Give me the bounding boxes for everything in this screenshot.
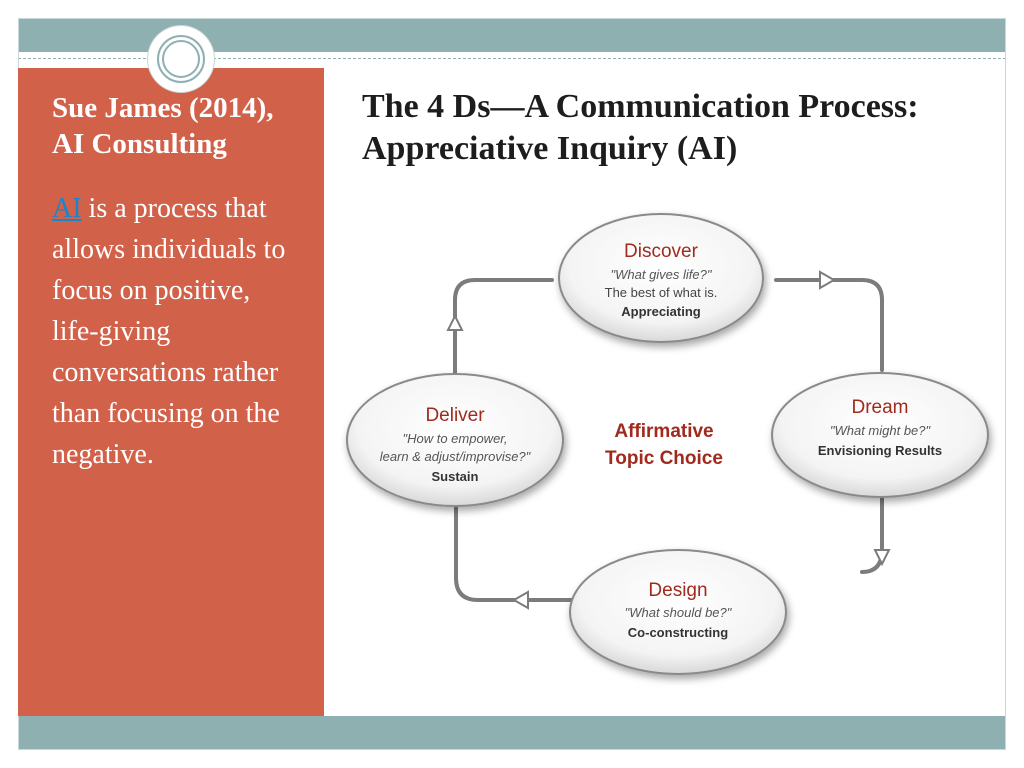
sidebar-description: AI is a process that allows individuals …: [52, 188, 302, 475]
connector-discover-to-dream: [774, 278, 884, 372]
stage-deliver-name: Deliver: [425, 405, 485, 426]
stage-design-action: Co-constructing: [628, 625, 728, 640]
connector-design-to-deliver: [454, 498, 580, 602]
footer-band: [18, 716, 1006, 750]
center-label-line1: Affirmative: [614, 421, 713, 442]
header-divider: [18, 58, 1006, 59]
four-ds-cycle-diagram: Discover "What gives life?" The best of …: [346, 213, 989, 675]
stage-deliver-question-1: "How to empower,: [402, 431, 507, 446]
center-label: Affirmative Topic Choice: [605, 421, 723, 469]
stage-dream-bubble: [771, 372, 989, 498]
stage-dream-name: Dream: [851, 397, 908, 418]
medallion-ornament: [148, 26, 214, 92]
stage-dream: Dream "What might be?" Envisioning Resul…: [771, 372, 989, 498]
arrowhead-down: [873, 549, 891, 567]
stage-design-name: Design: [648, 580, 707, 601]
ai-link[interactable]: AI: [52, 193, 82, 224]
stage-discover: Discover "What gives life?" The best of …: [558, 213, 764, 343]
arrowhead-up: [446, 313, 464, 331]
stage-deliver: Deliver "How to empower, learn & adjust/…: [346, 373, 564, 507]
arrowhead-right: [819, 270, 837, 290]
stage-deliver-question-2: learn & adjust/improvise?": [380, 449, 532, 464]
sidebar-title: Sue James (2014), AI Consulting: [52, 92, 274, 160]
stage-discover-name: Discover: [624, 241, 699, 262]
stage-discover-bubble: [558, 213, 764, 343]
stage-dream-question: "What might be?": [830, 423, 932, 438]
center-label-line2: Topic Choice: [605, 448, 723, 469]
stage-deliver-action: Sustain: [432, 469, 479, 484]
cycle-arrowheads: [446, 270, 891, 610]
sidebar-panel: Sue James (2014), AI Consulting AI is a …: [18, 68, 324, 716]
connector-deliver-to-discover: [453, 278, 554, 377]
slide-title: The 4 Ds—A Communication Process: Apprec…: [362, 88, 919, 167]
stage-deliver-bubble: [346, 373, 564, 507]
medallion-inner-ring: [162, 40, 200, 78]
stage-dream-action: Envisioning Results: [818, 443, 942, 458]
stage-design-bubble: [569, 549, 787, 675]
arrowhead-left: [511, 590, 529, 610]
stage-design-question: "What should be?": [625, 605, 733, 620]
stage-design: Design "What should be?" Co-constructing: [569, 549, 787, 675]
sidebar-body-text: is a process that allows individuals to …: [52, 193, 286, 470]
stage-discover-question: "What gives life?": [611, 267, 713, 282]
stage-discover-detail: The best of what is.: [605, 285, 718, 300]
stage-discover-action: Appreciating: [621, 304, 701, 319]
